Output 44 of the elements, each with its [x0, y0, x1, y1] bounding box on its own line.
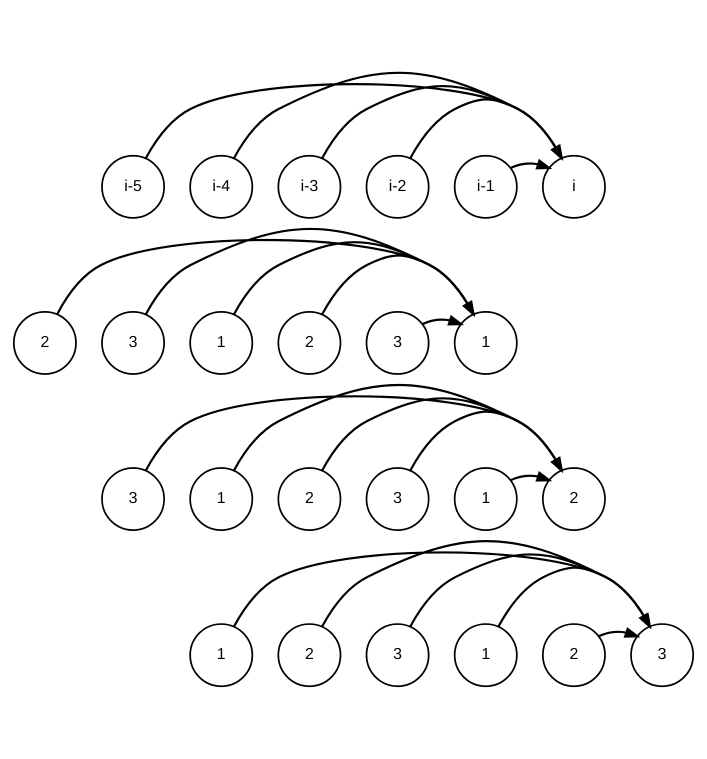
- node-circle: 3: [366, 310, 430, 375]
- node-circle: 2: [277, 467, 342, 531]
- arrow: [233, 241, 475, 317]
- node-circle: 1: [454, 623, 518, 688]
- node-circle: 1: [189, 310, 254, 375]
- node-circle: 1: [454, 467, 518, 531]
- arrow: [321, 254, 475, 317]
- arrow: [56, 238, 475, 317]
- arrow: [422, 314, 464, 326]
- arrow: [321, 397, 564, 473]
- node-circle: 2: [277, 623, 342, 688]
- node-circle: i-5: [101, 154, 166, 219]
- arrow: [233, 72, 564, 161]
- node-circle: 2: [12, 310, 77, 375]
- node-circle: i-2: [366, 154, 430, 219]
- arrow: [144, 395, 564, 473]
- node-circle: 3: [366, 467, 430, 531]
- arrow: [510, 470, 552, 482]
- arrow: [598, 627, 640, 638]
- node-circle: 3: [101, 467, 166, 531]
- node-circle: 3: [366, 623, 430, 688]
- arrow: [321, 85, 564, 161]
- arrow: [498, 566, 652, 630]
- node-circle: 1: [189, 623, 254, 688]
- node-circle: 2: [542, 467, 606, 531]
- node-circle: i-4: [189, 154, 254, 219]
- arrow: [409, 553, 652, 630]
- arrow: [144, 228, 475, 317]
- arrow: [510, 158, 552, 170]
- node-circle: i-3: [277, 154, 342, 219]
- node-circle: 3: [630, 623, 694, 688]
- arrow: [144, 83, 564, 161]
- arrow: [409, 98, 564, 161]
- node-circle: 1: [454, 310, 518, 375]
- arrow: [409, 410, 564, 473]
- node-circle: 2: [542, 623, 606, 688]
- arrow: [233, 551, 652, 630]
- node-circle: 1: [189, 467, 254, 531]
- node-circle: 2: [277, 310, 342, 375]
- node-circle: 3: [101, 310, 166, 375]
- node-circle: i: [542, 154, 606, 219]
- arrow: [321, 540, 652, 630]
- node-circle: i-1: [454, 154, 518, 219]
- arrow: [233, 384, 564, 473]
